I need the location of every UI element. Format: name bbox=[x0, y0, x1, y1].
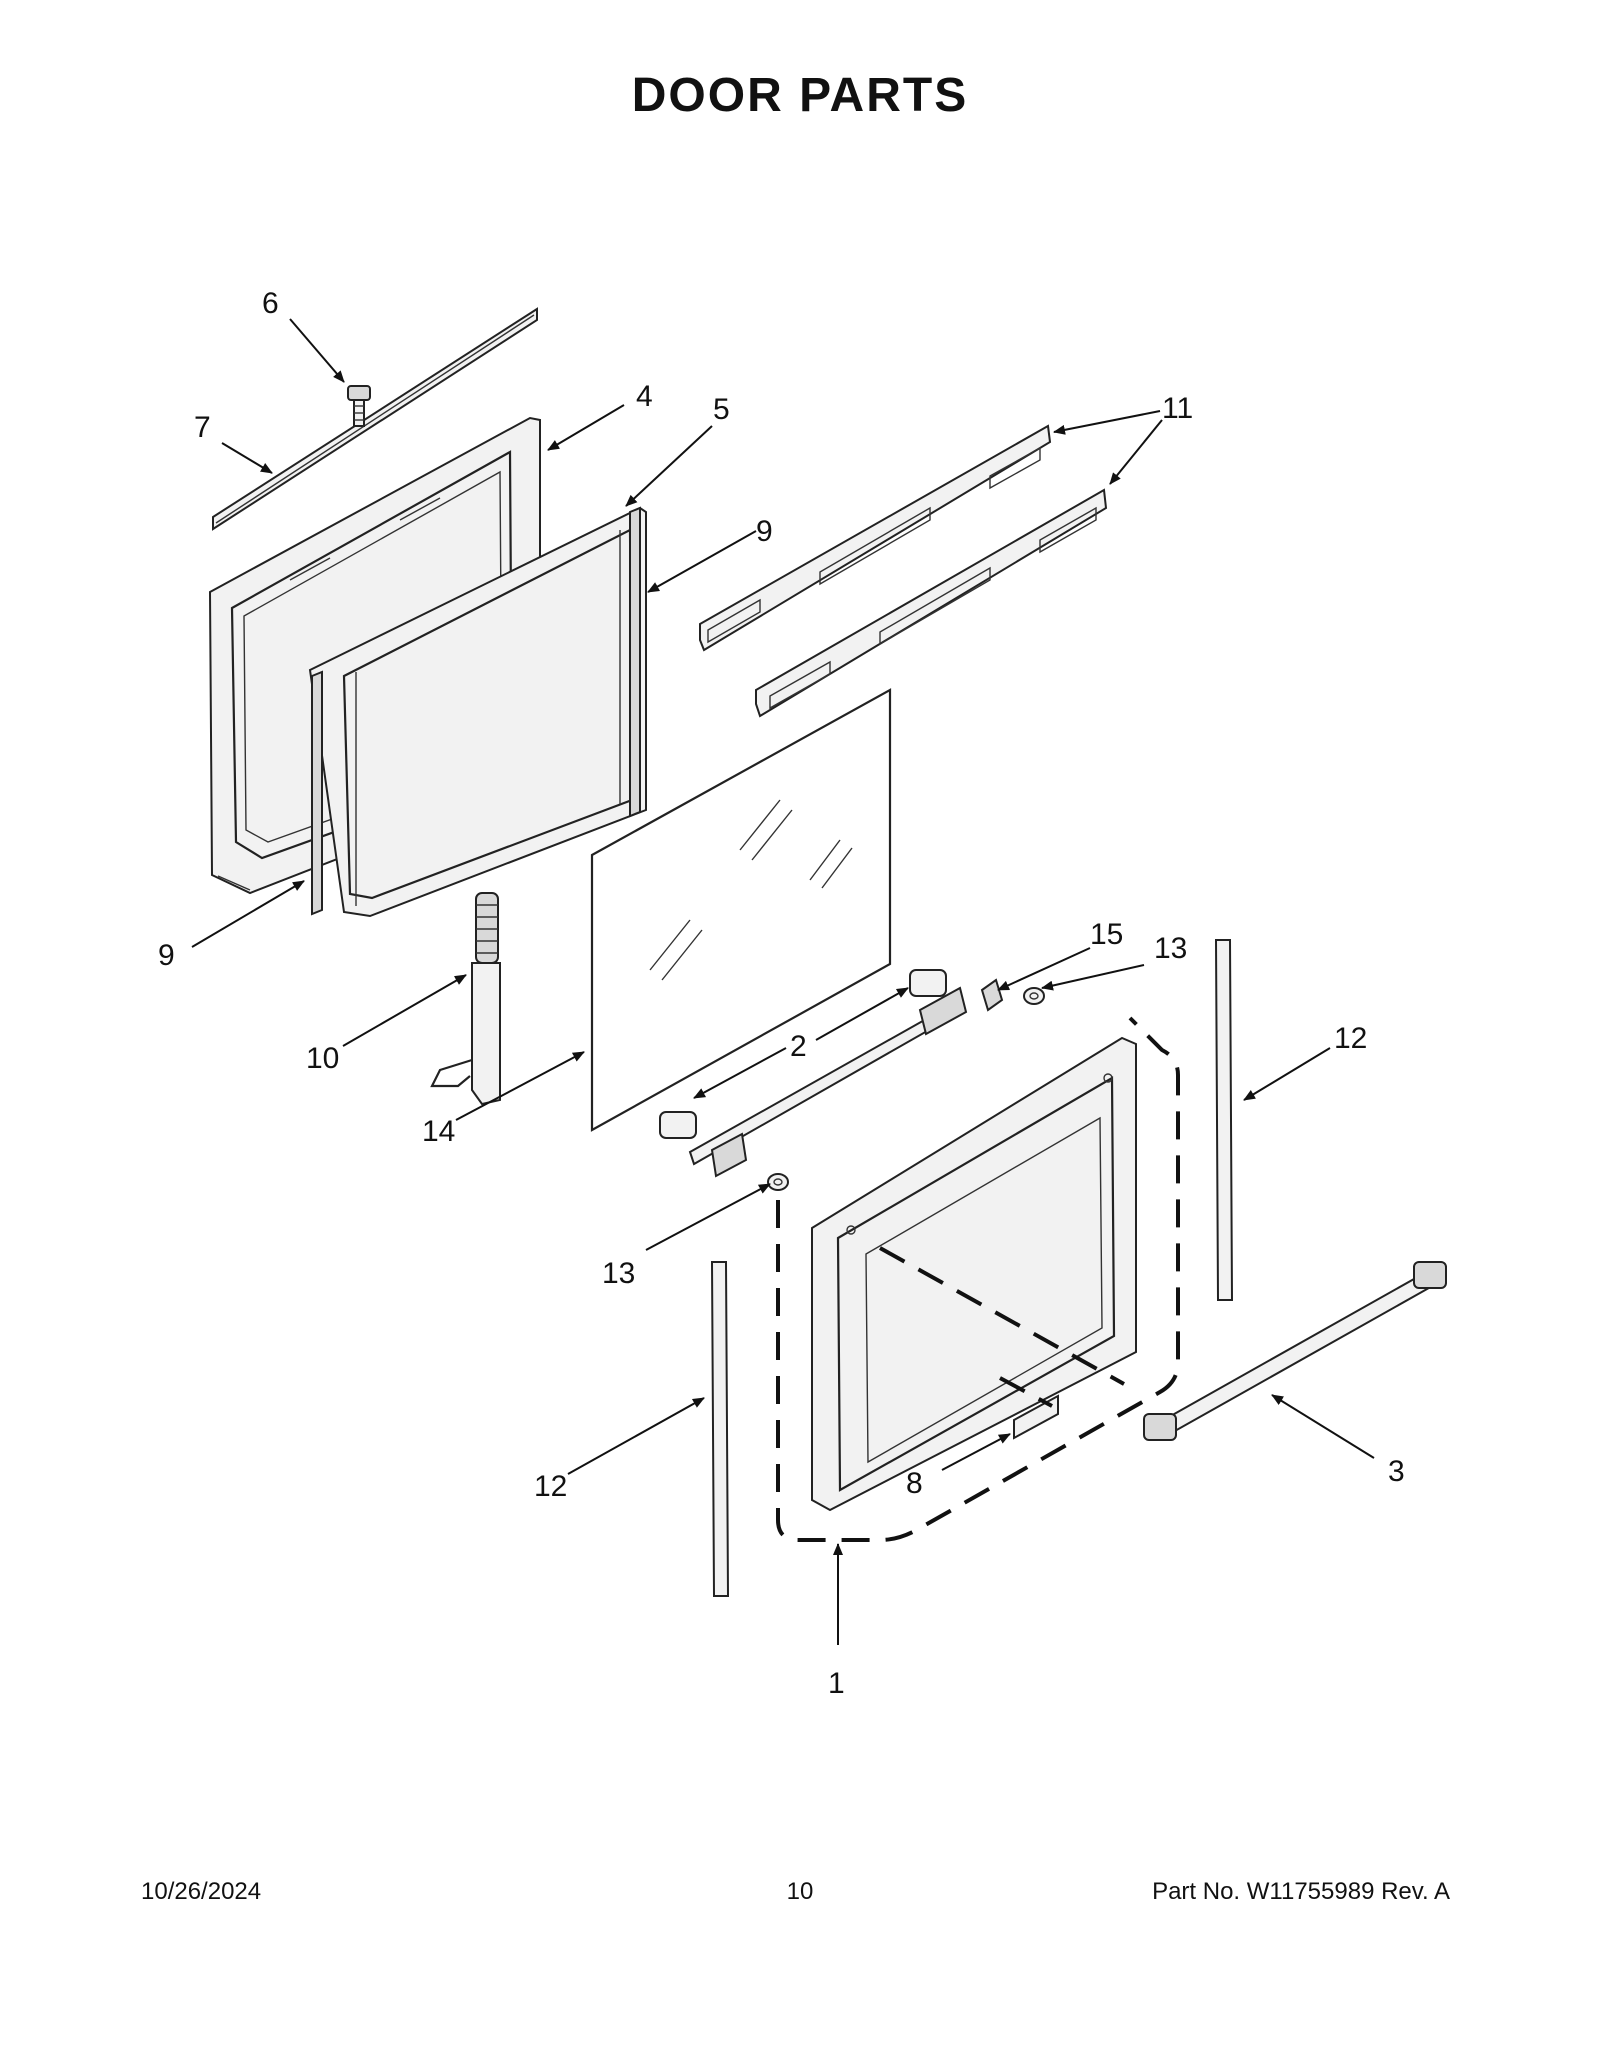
callout-10: 10 bbox=[306, 1042, 339, 1075]
callout-14: 14 bbox=[422, 1115, 455, 1148]
hinge-bracket bbox=[980, 978, 1004, 1012]
footer-page-number: 10 bbox=[786, 1878, 814, 1905]
door-gasket-strips bbox=[311, 506, 641, 916]
callout-8: 8 bbox=[906, 1467, 923, 1500]
callout-6: 6 bbox=[262, 287, 279, 320]
door-badge bbox=[1013, 1394, 1059, 1440]
callout-4: 4 bbox=[636, 380, 653, 413]
glass-pack-assembly bbox=[308, 506, 647, 918]
callout-15: 15 bbox=[1090, 918, 1123, 951]
outer-glass-panel bbox=[590, 688, 892, 1132]
door-side-channels bbox=[699, 424, 1108, 718]
footer-part-number: Part No. W11755989 Rev. A bbox=[1152, 1878, 1450, 1905]
callout-9-top: 9 bbox=[756, 515, 773, 548]
callout-12-right: 12 bbox=[1334, 1022, 1367, 1055]
callout-1: 1 bbox=[828, 1667, 845, 1700]
callout-9-bottom: 9 bbox=[158, 939, 175, 972]
hinge-bushings bbox=[767, 987, 1045, 1191]
callout-13-bottom: 13 bbox=[602, 1257, 635, 1290]
callout-3: 3 bbox=[1388, 1455, 1405, 1488]
screw bbox=[347, 385, 371, 427]
side-trim-strips bbox=[710, 939, 1234, 1597]
footer-date: 10/26/2024 bbox=[141, 1878, 262, 1905]
callout-5: 5 bbox=[713, 393, 730, 426]
page-title: DOOR PARTS bbox=[631, 69, 969, 122]
hinge-receiver-rails bbox=[659, 969, 968, 1178]
top-trim-strip bbox=[212, 307, 538, 531]
outer-door-frame bbox=[811, 1036, 1137, 1512]
assembly-outline bbox=[776, 1016, 1180, 1542]
callout-11: 11 bbox=[1162, 392, 1193, 425]
leader-arrows bbox=[191, 318, 1375, 1645]
door-hinge bbox=[430, 892, 501, 1106]
callout-7: 7 bbox=[194, 411, 211, 444]
callout-12-left: 12 bbox=[534, 1470, 567, 1503]
callout-2: 2 bbox=[790, 1030, 807, 1063]
door-handle bbox=[1143, 1261, 1447, 1441]
callout-13-top: 13 bbox=[1154, 932, 1187, 965]
